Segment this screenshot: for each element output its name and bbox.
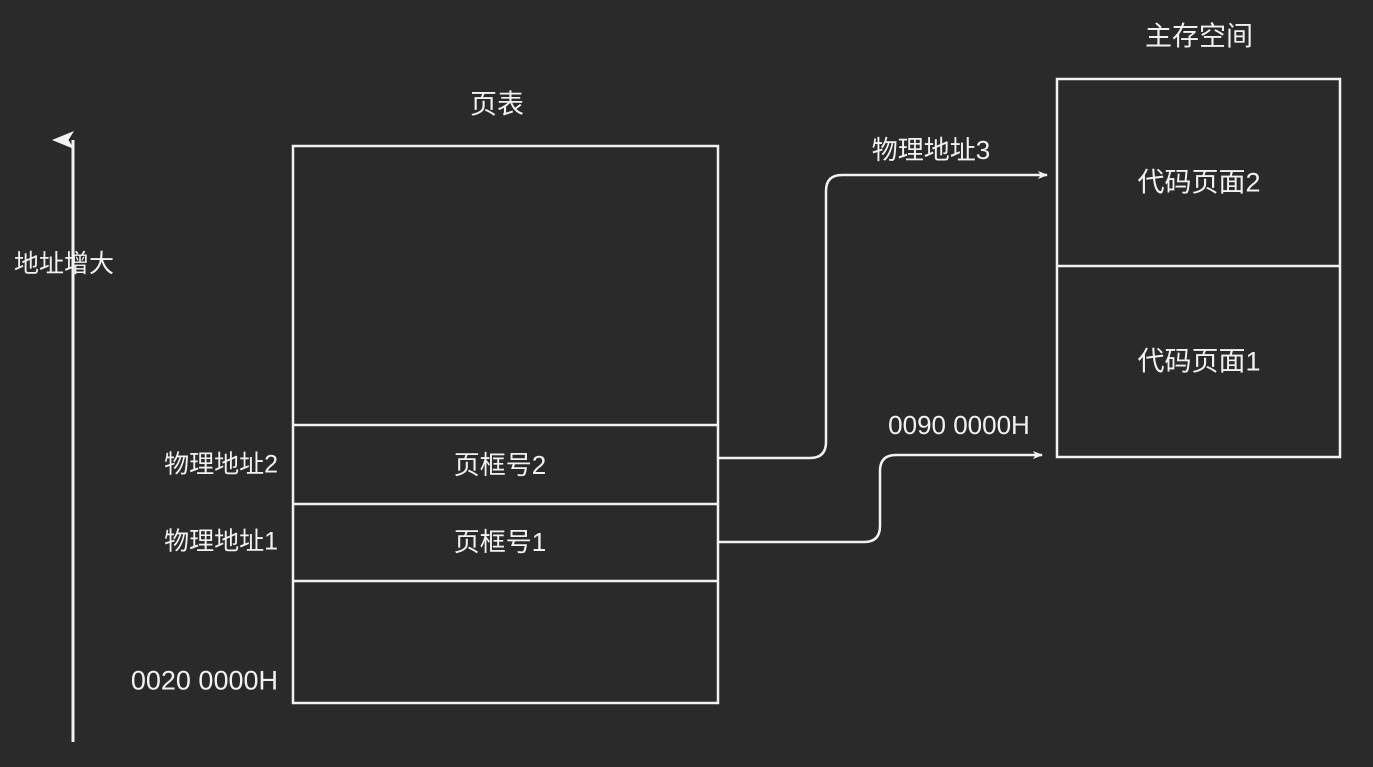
- main-memory-box: [1055, 77, 1342, 459]
- main-memory-block-code-page-2: 代码页面2: [1137, 167, 1261, 198]
- main-memory-title: 主存空间: [1145, 21, 1253, 52]
- page-table-side-label-physical-address-1: 物理地址1: [164, 527, 278, 556]
- main-memory-block-code-page-1: 代码页面1: [1137, 346, 1261, 377]
- page-table-side-label-physical-address-2: 物理地址2: [164, 450, 278, 479]
- page-table-box: [291, 144, 720, 705]
- connector-physical-address-3: [718, 171, 1048, 460]
- page-table-cell-frame-2: 页框号2: [453, 450, 547, 480]
- address-axis-label: 地址增大: [14, 250, 115, 278]
- page-table-title: 页表: [470, 89, 524, 120]
- page-table-cell-frame-1: 页框号1: [453, 527, 547, 557]
- connector-label-physical-address-hex: 0090 0000H: [888, 410, 1030, 440]
- page-table-base-address: 0020 0000H: [130, 665, 278, 696]
- connector-label-physical-address-3: 物理地址3: [871, 135, 991, 165]
- connector-physical-address-hex: [718, 451, 1043, 544]
